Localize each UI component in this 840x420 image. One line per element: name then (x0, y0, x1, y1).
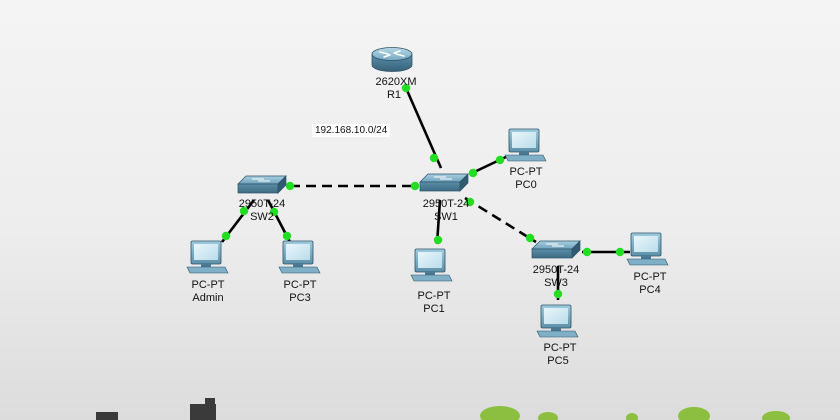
port-light (525, 233, 535, 243)
port-light (468, 168, 478, 178)
device-model-label: 2950T-24 (238, 198, 286, 210)
pc-icon[interactable] (504, 128, 547, 162)
switch-icon[interactable] (237, 175, 287, 194)
device-model-label: 2950T-24 (422, 198, 470, 210)
tree-silhouette (538, 412, 558, 420)
port-light (410, 181, 420, 191)
device-model-label: PC-PT (283, 279, 317, 291)
device-name-label: PC1 (423, 303, 445, 315)
router-icon[interactable] (371, 47, 413, 72)
building-silhouette (205, 398, 215, 404)
device-name-label: SW2 (250, 211, 274, 223)
port-light (401, 83, 411, 93)
device-model-label: PC-PT (191, 279, 225, 291)
pc-icon[interactable] (410, 248, 453, 282)
device-model-label: PC-PT (509, 166, 543, 178)
device-name-label: R1 (386, 89, 402, 101)
device-model-label: PC-PT (633, 271, 667, 283)
port-light (433, 235, 443, 245)
device-name-label: PC3 (289, 292, 311, 304)
device-name-label: SW1 (434, 211, 458, 223)
port-lights (221, 83, 625, 299)
building-silhouette (190, 404, 216, 420)
port-light (582, 247, 592, 257)
switch-icon[interactable] (531, 240, 581, 259)
link-sw1-sw3[interactable] (464, 196, 537, 244)
tree-silhouette (480, 406, 520, 420)
device-model-label: PC-PT (543, 342, 577, 354)
port-light (495, 155, 505, 165)
network-note[interactable]: 192.168.10.0/24 (312, 124, 391, 137)
port-light (221, 231, 231, 241)
tree-silhouette (678, 407, 710, 420)
device-name-label: Admin (192, 292, 224, 304)
port-light (239, 206, 249, 216)
port-light (615, 247, 625, 257)
device-model-label: 2950T-24 (532, 264, 580, 276)
port-light (282, 231, 292, 241)
port-light (465, 197, 475, 207)
building-silhouette (96, 412, 118, 420)
port-light (285, 181, 295, 191)
tree-silhouette (626, 413, 638, 420)
switch-icon[interactable] (419, 173, 469, 192)
pc-icon[interactable] (626, 232, 669, 266)
device-name-label: SW3 (544, 277, 568, 289)
port-light (553, 289, 563, 299)
pc-icon[interactable] (278, 240, 321, 274)
background-scenery (96, 398, 790, 420)
port-light (269, 207, 279, 217)
pc-icon[interactable] (186, 240, 229, 274)
pc-icon[interactable] (536, 304, 579, 338)
device-model-label: PC-PT (417, 290, 451, 302)
device-name-label: PC4 (639, 284, 661, 296)
tree-silhouette (762, 411, 790, 420)
port-light (429, 153, 439, 163)
device-model-label: 2620XM (375, 76, 417, 88)
device-name-label: PC5 (547, 355, 569, 367)
device-name-label: PC0 (515, 179, 537, 191)
